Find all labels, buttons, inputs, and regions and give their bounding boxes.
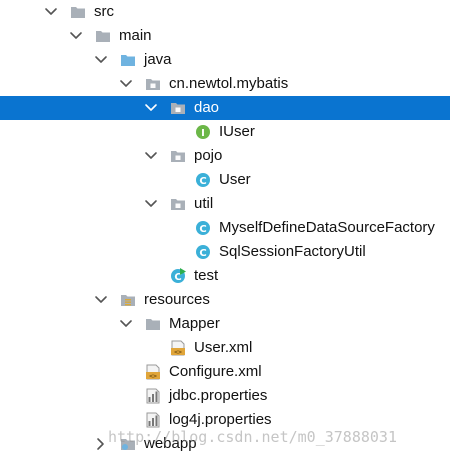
tree-item-webapp[interactable]: webapp (0, 432, 450, 456)
tree-item-label: log4j.properties (169, 411, 272, 428)
tree-item-mapper[interactable]: Mapper (0, 312, 450, 336)
tree-item-configure-xml[interactable]: <> Configure.xml (0, 360, 450, 384)
folder-icon (70, 4, 86, 20)
chevron-down-icon[interactable] (144, 197, 158, 211)
tree-item-user[interactable]: C User (0, 168, 450, 192)
tree-item-label: IUser (219, 123, 255, 140)
source-folder-icon (120, 52, 136, 68)
properties-file-icon (145, 388, 161, 404)
tree-item-pojo[interactable]: pojo (0, 144, 450, 168)
tree-item-label: dao (194, 99, 220, 116)
tree-item-label: main (119, 27, 152, 44)
tree-item-label: User.xml (194, 339, 253, 356)
xml-file-icon: <> (145, 364, 161, 380)
chevron-down-icon[interactable] (144, 101, 158, 115)
tree-item-label: resources (144, 291, 210, 308)
tree-item-label: util (194, 195, 214, 212)
tree-item-util[interactable]: util (0, 192, 450, 216)
chevron-down-icon[interactable] (94, 293, 108, 307)
package-icon (170, 100, 186, 116)
package-icon (170, 148, 186, 164)
chevron-down-icon[interactable] (44, 5, 58, 19)
package-icon (170, 196, 186, 212)
svg-text:I: I (201, 128, 205, 139)
runnable-class-icon: C (170, 268, 186, 284)
chevron-right-icon[interactable] (94, 437, 108, 451)
tree-item-label: cn.newtol.mybatis (169, 75, 289, 92)
chevron-down-icon[interactable] (69, 29, 83, 43)
tree-item-src[interactable]: src (0, 0, 450, 24)
class-icon: C (195, 172, 211, 188)
chevron-down-icon[interactable] (94, 53, 108, 67)
folder-icon (145, 316, 161, 332)
svg-text:<>: <> (174, 348, 182, 356)
resources-folder-icon (120, 292, 136, 308)
tree-item-dao[interactable]: dao (0, 96, 450, 120)
interface-icon: I (195, 124, 211, 140)
svg-text:<>: <> (149, 372, 157, 380)
chevron-down-icon[interactable] (119, 317, 133, 331)
tree-item-resources[interactable]: resources (0, 288, 450, 312)
tree-item-label: pojo (194, 147, 223, 164)
tree-item-jdbc-properties[interactable]: jdbc.properties (0, 384, 450, 408)
tree-item-label: jdbc.properties (169, 387, 268, 404)
xml-file-icon: <> (170, 340, 186, 356)
tree-item-label: User (219, 171, 251, 188)
package-icon (145, 76, 161, 92)
class-icon: C (195, 220, 211, 236)
tree-item-label: java (144, 51, 172, 68)
tree-item-label: Configure.xml (169, 363, 262, 380)
class-icon: C (195, 244, 211, 260)
svg-text:C: C (174, 272, 181, 283)
tree-item-main[interactable]: main (0, 24, 450, 48)
tree-item-label: test (194, 267, 219, 284)
tree-item-myselfdefinedatasourcefactory[interactable]: C MyselfDefineDataSourceFactory (0, 216, 450, 240)
properties-file-icon (145, 412, 161, 428)
svg-text:C: C (199, 224, 206, 235)
chevron-down-icon[interactable] (119, 77, 133, 91)
tree-item-iuser[interactable]: I IUser (0, 120, 450, 144)
tree-item-user-xml[interactable]: <> User.xml (0, 336, 450, 360)
tree-item-label: src (94, 3, 114, 20)
tree-item-log4j-properties[interactable]: log4j.properties (0, 408, 450, 432)
svg-text:C: C (199, 248, 206, 259)
folder-icon (95, 28, 111, 44)
chevron-down-icon[interactable] (144, 149, 158, 163)
svg-text:C: C (199, 176, 206, 187)
tree-item-cn-newtol-mybatis[interactable]: cn.newtol.mybatis (0, 72, 450, 96)
tree-item-java[interactable]: java (0, 48, 450, 72)
tree-item-label: MyselfDefineDataSourceFactory (219, 219, 435, 236)
tree-item-label: webapp (144, 435, 197, 452)
tree-item-sqlsessionfactoryutil[interactable]: C SqlSessionFactoryUtil (0, 240, 450, 264)
tree-item-label: Mapper (169, 315, 220, 332)
tree-item-label: SqlSessionFactoryUtil (219, 243, 366, 260)
web-folder-icon (120, 436, 136, 452)
